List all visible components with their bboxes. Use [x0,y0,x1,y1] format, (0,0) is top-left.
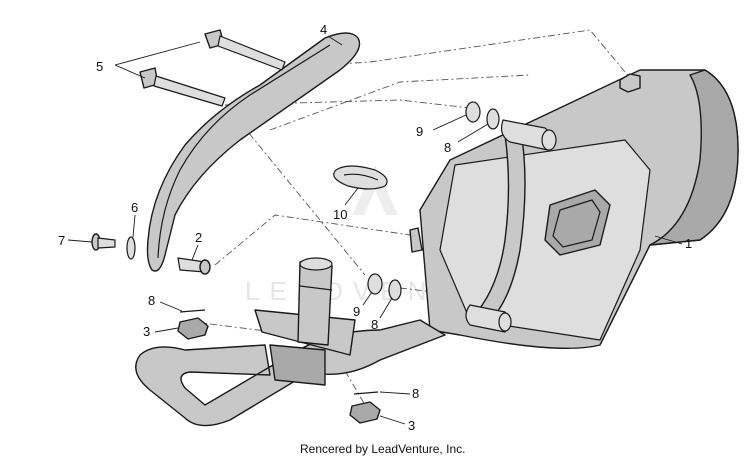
muffler-part-1 [409,69,739,350]
leader-lines [67,35,683,425]
callout-9-lower: 9 [353,304,360,319]
callout-1: 1 [685,236,692,251]
screw-head [199,259,211,275]
leader-6 [132,214,136,238]
washer-8-lower-left [353,391,379,395]
header-inlet-ring [299,285,333,291]
grommet-slot [343,173,379,181]
leader-9-upper [432,114,467,131]
bolt-part-5-lower [139,67,226,107]
heat-shield-part-4 [146,32,361,272]
heat-shield-body [146,32,361,272]
header-pipe-collar [269,344,326,386]
assembly-line-shield-top [269,74,531,131]
muffler-inspection-plate [544,189,611,256]
muffler-plate-inner [552,199,601,248]
leader-5-lower [114,64,146,79]
assembly-line-bolt-lower [224,99,471,109]
leader-2 [191,244,199,261]
nut-3-lower-body [349,401,381,424]
screw-part-2 [177,257,211,275]
callout-9-upper: 9 [416,124,423,139]
bolt-shank-lower [153,75,226,107]
grommet-part-10 [333,165,388,190]
render-credit: Rencered by LeadVenture, Inc. [300,442,465,456]
bolt-shank-upper [217,35,286,71]
header-inlet-mouth [299,257,333,271]
callout-6: 6 [131,200,138,215]
callout-4: 4 [320,22,327,37]
bracket-upper-bushing-end [541,129,557,151]
assembly-line-screw-2 [214,214,411,266]
callout-7: 7 [58,233,65,248]
washer-part-9-lower [367,273,383,295]
leader-8-upper [457,123,489,143]
muffler-side-stud [409,227,423,253]
leader-5-upper [114,41,201,66]
callout-8-lower: 8 [371,317,378,332]
leader-8-lower [379,297,393,319]
callout-8-bottom: 8 [412,386,419,401]
leader-8-left [159,301,183,312]
exhaust-header-pipe [135,257,446,427]
header-inlet-tube [297,261,333,346]
washer-part-8-upper [486,108,500,130]
callout-2: 2 [195,230,202,245]
nut-part-3-lower [349,391,381,424]
callout-5: 5 [96,59,103,74]
callout-3-bottom: 3 [408,418,415,433]
leader-7 [67,239,93,243]
callout-3-left: 3 [143,324,150,339]
nut-3-upper-body [177,317,209,340]
washer-part-6 [126,236,136,260]
nut-part-3-upper [177,309,209,340]
heat-shield-fold [157,44,331,259]
leader-8-bottom [379,391,411,395]
screw-7-shank [97,237,116,249]
callout-10: 10 [333,207,347,222]
leader-3-bottom [379,415,406,425]
leader-1 [654,235,683,245]
muffler-hanger-tab [619,73,641,93]
washer-part-8-lower [388,279,402,301]
leader-3-left [154,327,179,333]
washer-part-9-upper [465,101,481,123]
bracket-lower-bushing-end [498,312,512,332]
muffler-endcap [649,69,739,246]
callout-8-left: 8 [148,293,155,308]
callout-labels: 4 5 6 7 2 10 9 8 9 8 8 3 8 3 1 [58,22,692,433]
watermark-emblem [352,165,398,215]
leader-10 [344,187,359,206]
bolt-part-5-upper [204,29,286,71]
callout-8-upper: 8 [444,140,451,155]
assembly-line-shield-to-washer [229,109,366,276]
muffler-bracket [465,119,557,333]
screw-part-7 [91,233,116,251]
leader-9-lower [362,291,373,306]
leader-4 [327,35,343,46]
washer-8-upper-left [179,309,206,313]
